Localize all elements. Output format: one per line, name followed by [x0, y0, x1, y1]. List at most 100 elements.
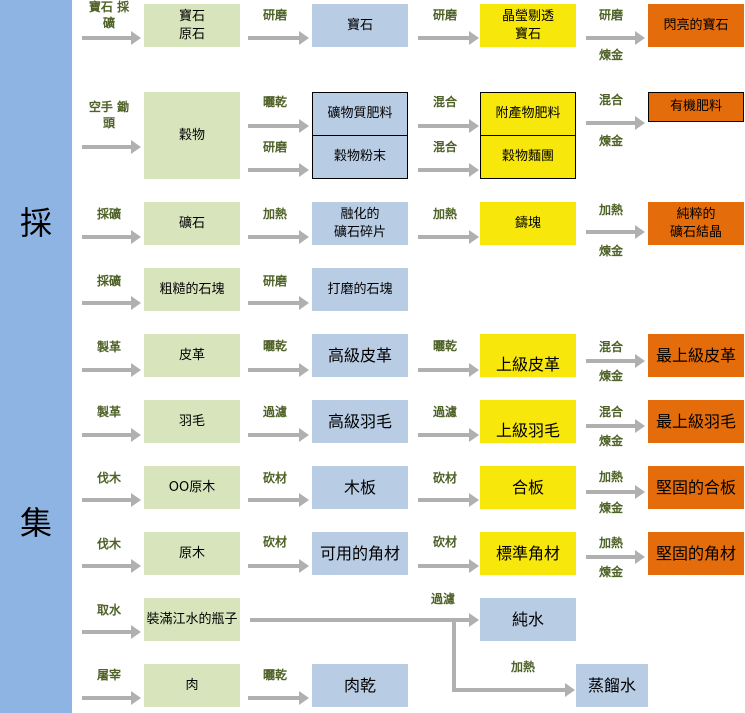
- arrow: [82, 428, 141, 442]
- node-stage3: 晶瑩剔透 寶石: [480, 4, 576, 47]
- sidebar-title-char: 集: [19, 504, 52, 542]
- process-label: 砍材: [262, 471, 287, 485]
- process-label: 混合: [598, 340, 623, 354]
- process-label: 砍材: [262, 535, 287, 549]
- arrow: [82, 493, 141, 507]
- branch-line: [452, 618, 456, 692]
- node-stage2: 可用的角材: [312, 532, 408, 575]
- node-stage3: 標準角材: [480, 532, 576, 575]
- process-label: 研磨: [598, 8, 623, 22]
- process-label: 研磨: [262, 8, 287, 22]
- arrow: [82, 140, 141, 154]
- arrow: [586, 354, 645, 368]
- process-label: 加熱: [598, 536, 623, 550]
- sidebar: [0, 0, 72, 713]
- node-final: 閃亮的寶石: [648, 4, 744, 47]
- process-label: 加熱: [262, 207, 287, 221]
- process-label: 過濾: [262, 405, 287, 419]
- node-raw: 皮革: [144, 334, 240, 377]
- node-raw: 裝滿江水的瓶子: [144, 598, 240, 641]
- node-stage3: 純水: [480, 598, 576, 641]
- node-raw: 礦石: [144, 202, 240, 245]
- node-raw: 原木: [144, 532, 240, 575]
- arrow: [248, 559, 309, 573]
- arrow: [82, 230, 141, 244]
- process-label: 研磨: [262, 274, 287, 288]
- node-stage2: 高級皮革: [312, 334, 408, 377]
- process-label: 曬乾: [262, 339, 287, 353]
- arrow: [82, 363, 141, 377]
- node-raw: 穀物: [144, 92, 240, 179]
- node-raw: 寶石 原石: [144, 4, 240, 47]
- process-label: 煉金: [598, 434, 623, 448]
- process-label: 混合: [432, 140, 457, 154]
- action-label: 採礦: [96, 207, 121, 221]
- sidebar-title-char: 採: [19, 204, 52, 242]
- arrow: [248, 31, 309, 45]
- arrow: [418, 230, 479, 244]
- process-label: 煉金: [598, 134, 623, 148]
- action-label: 空手 鋤頭: [88, 100, 130, 130]
- arrow: [418, 363, 479, 377]
- process-label: 曬乾: [262, 95, 287, 109]
- arrow: [248, 119, 309, 133]
- process-label: 混合: [432, 95, 457, 109]
- arrow: [82, 296, 141, 310]
- action-label: 屠宰: [96, 668, 121, 682]
- arrow: [418, 559, 479, 573]
- node-final: 最上級羽毛: [648, 400, 744, 443]
- node-raw: 粗糙的石塊: [144, 268, 240, 311]
- node-stage3-top: 附產物肥料: [480, 92, 576, 136]
- node-final: 有機肥料: [648, 92, 744, 122]
- node-final: 堅固的角材: [648, 532, 744, 575]
- node-raw: 羽毛: [144, 400, 240, 443]
- node-stage3: 上級羽毛: [480, 400, 576, 443]
- node-stage2: 寶石: [312, 4, 408, 47]
- arrow: [250, 613, 479, 627]
- node-stage3: 鑄塊: [480, 202, 576, 245]
- action-label: 取水: [96, 603, 121, 617]
- process-label: 煉金: [598, 244, 623, 258]
- node-final: 堅固的合板: [648, 466, 744, 509]
- arrow: [248, 691, 309, 705]
- action-label: 採礦: [96, 274, 121, 288]
- node-stage2-bottom: 穀物粉末: [312, 135, 408, 179]
- process-label: 過濾: [430, 592, 455, 606]
- arrow: [248, 363, 309, 377]
- arrow: [418, 163, 479, 177]
- arrow: [586, 485, 645, 499]
- process-label: 研磨: [432, 8, 457, 22]
- process-label: 加熱: [510, 660, 535, 674]
- process-label: 煉金: [598, 48, 623, 62]
- arrow: [586, 419, 645, 433]
- arrow: [248, 493, 309, 507]
- node-stage2: 木板: [312, 466, 408, 509]
- node-raw: OO原木: [144, 466, 240, 509]
- node-stage2-top: 礦物質肥料: [312, 92, 408, 136]
- arrow: [586, 225, 645, 239]
- arrow: [586, 31, 645, 45]
- node-stage3: 上級皮革: [480, 334, 576, 377]
- arrow: [248, 428, 309, 442]
- process-label: 加熱: [598, 470, 623, 484]
- node-stage2: 肉乾: [312, 664, 408, 707]
- process-label: 加熱: [432, 207, 457, 221]
- arrow: [248, 296, 309, 310]
- action-label: 製革: [96, 405, 121, 419]
- node-final: 蒸餾水: [576, 664, 648, 707]
- process-label: 曬乾: [432, 339, 457, 353]
- arrow: [82, 691, 141, 705]
- node-raw: 肉: [144, 664, 240, 707]
- node-final: 純粹的 礦石結晶: [648, 202, 744, 245]
- process-label: 研磨: [262, 140, 287, 154]
- arrow: [248, 163, 309, 177]
- arrow: [418, 31, 479, 45]
- arrow: [248, 230, 309, 244]
- process-label: 煉金: [598, 565, 623, 579]
- arrow: [418, 119, 479, 133]
- node-stage2: 高級羽毛: [312, 400, 408, 443]
- arrow: [452, 683, 575, 697]
- process-label: 砍材: [432, 471, 457, 485]
- arrow: [418, 493, 479, 507]
- process-label: 過濾: [432, 405, 457, 419]
